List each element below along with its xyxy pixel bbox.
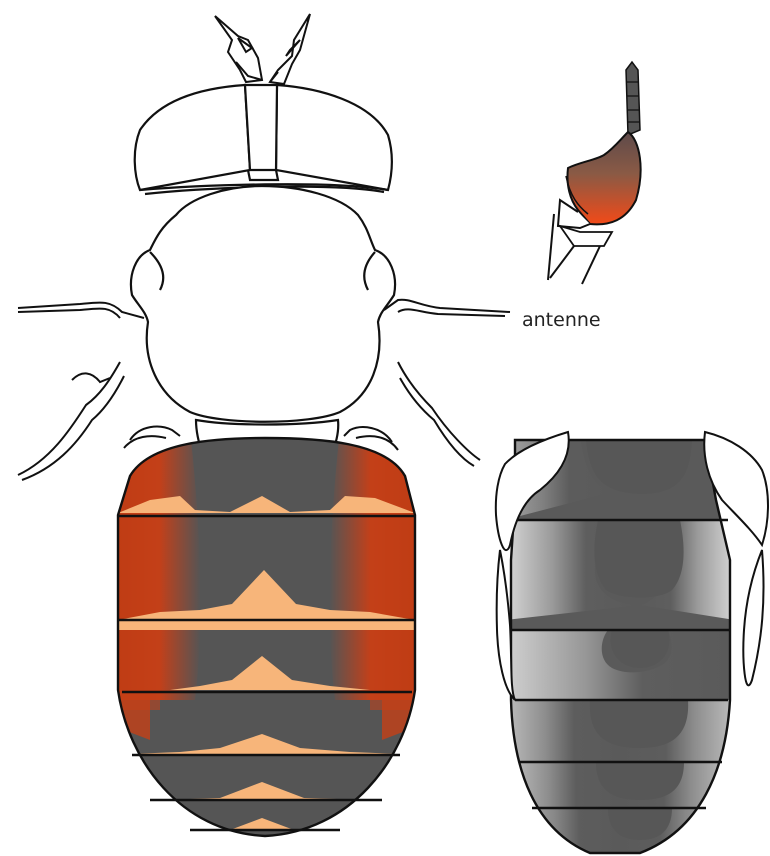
antenna-detail <box>548 62 641 284</box>
head <box>135 85 392 194</box>
antenna-label: antenne <box>522 309 601 331</box>
mandibles <box>215 14 310 84</box>
abdomen-grey <box>505 435 735 856</box>
